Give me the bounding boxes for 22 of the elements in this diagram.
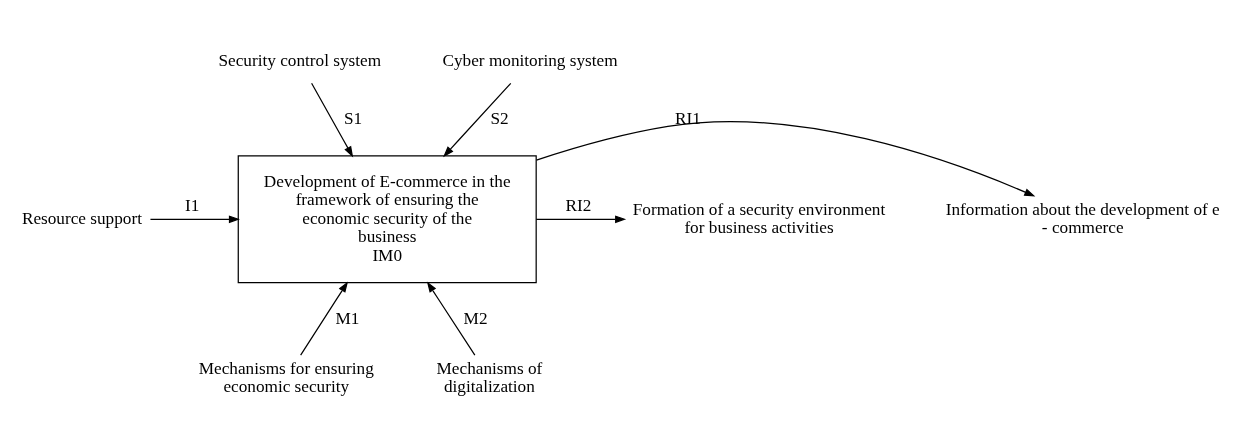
arrow: [149, 215, 240, 224]
node-box: Development of E-commerce in the framework of ensuring the economic security of the business IM0: [237, 155, 537, 284]
edge-label: RI2: [565, 195, 592, 215]
arrow: [300, 281, 349, 356]
arrow: [426, 281, 476, 356]
node-text: Formation of a security environment for business activities: [632, 199, 886, 238]
arrow: [535, 215, 627, 224]
node-text: Mechanisms for ensuring economic security: [198, 359, 374, 397]
node-text: Mechanisms of digitalization: [436, 359, 543, 397]
node-text: Information about the development of e - commerce: [945, 199, 1220, 238]
node-text: Resource support: [21, 208, 142, 228]
node-text: Security control system: [218, 50, 382, 70]
edge-label: S2: [490, 109, 509, 129]
edge-label: M2: [463, 308, 488, 328]
arrow: [311, 82, 354, 158]
edge-label: I1: [184, 195, 200, 215]
edge-label: S1: [343, 109, 363, 129]
edge-label: M1: [335, 308, 360, 328]
arrow: [535, 121, 1036, 197]
arrow: [443, 82, 512, 158]
node-text: Cyber monitoring system: [442, 50, 618, 70]
edge-label: RI1: [674, 109, 701, 129]
